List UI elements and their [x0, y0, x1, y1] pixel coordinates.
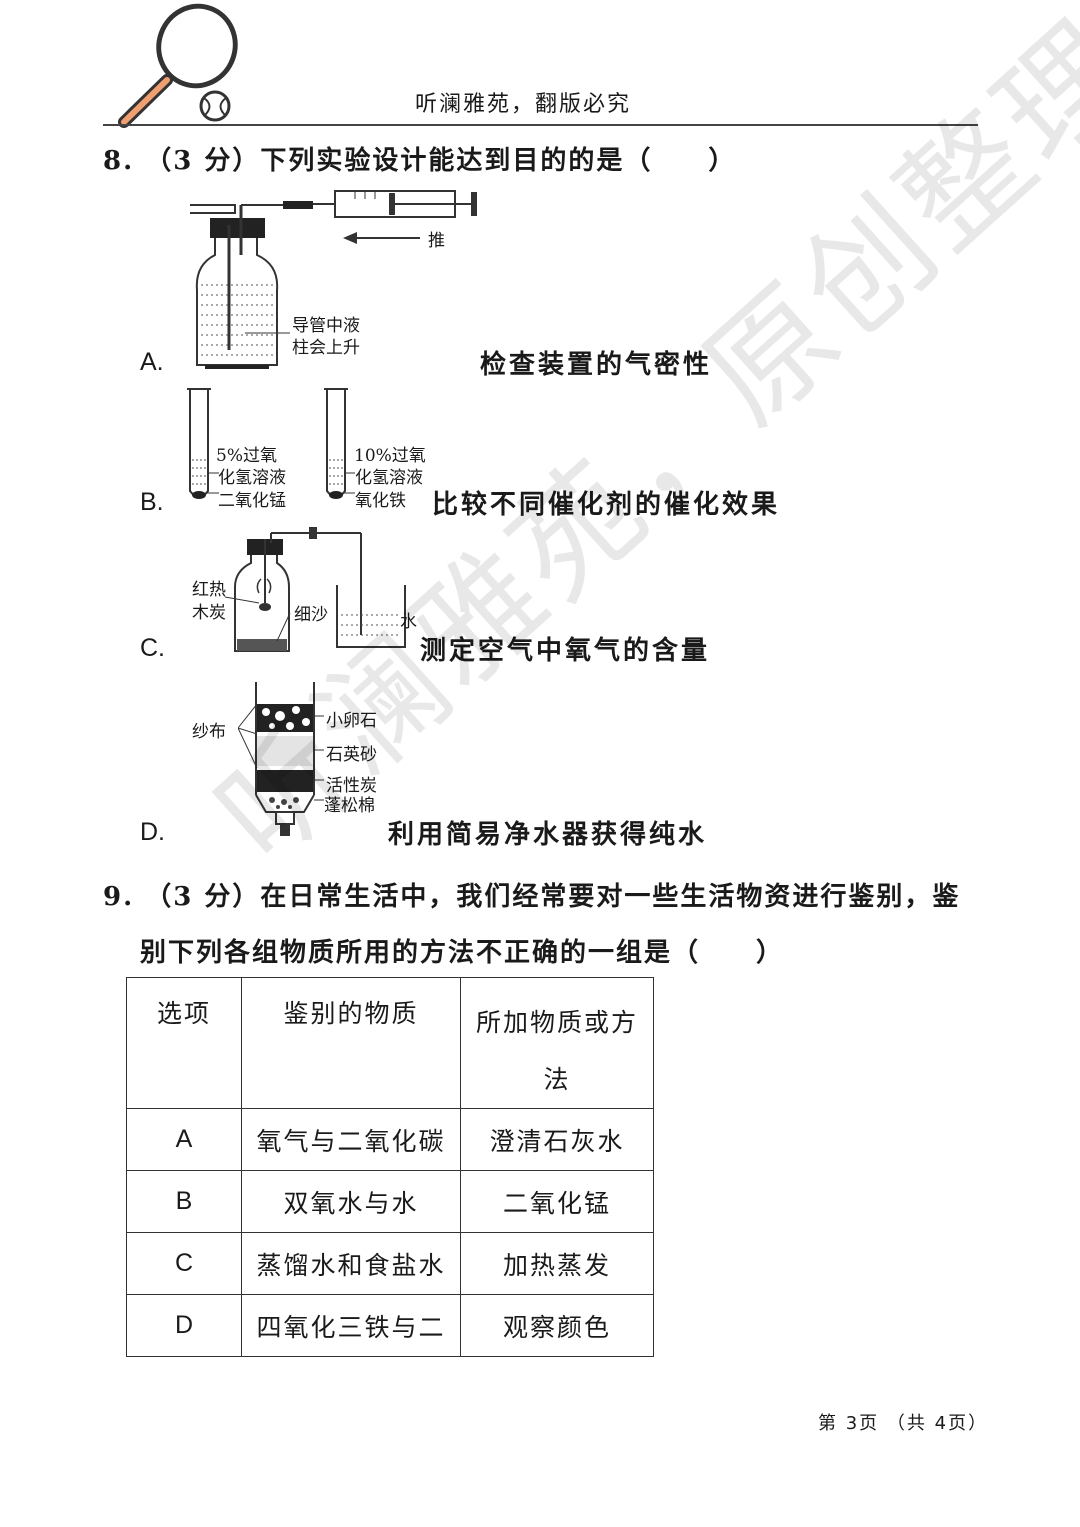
table-cell-substance: 蒸馏水和食盐水	[241, 1232, 461, 1295]
logo-icon	[118, 3, 238, 128]
table-header-substance: 鉴别的物质	[241, 977, 461, 1109]
table-header-row: 选项 鉴别的物质 所加物质或方 法	[126, 977, 654, 1109]
option-a-push-label: 推	[428, 231, 445, 251]
option-b-tube1-label-1: 5%过氧	[216, 446, 277, 466]
header-motto: 听澜雅苑，翻版必究	[415, 92, 632, 117]
table-cell-option: A	[126, 1108, 242, 1171]
option-c-desc: 测定空气中氧气的含量	[420, 636, 711, 666]
option-d-cotton-label: 蓬松棉	[324, 796, 375, 816]
q9-stem-line-1: 9. （3 分）在日常生活中，我们经常要对一些生活物资进行鉴别，鉴	[103, 882, 961, 912]
table-cell-option: B	[126, 1170, 242, 1233]
table-cell-method: 澄清石灰水	[460, 1108, 654, 1171]
option-b-tube2-catalyst: 氧化铁	[355, 491, 406, 511]
table-cell-method: 加热蒸发	[460, 1232, 654, 1295]
option-a-letter: A.	[140, 348, 164, 376]
option-d-gauze-label: 纱布	[192, 722, 226, 742]
option-c-sand-label: 细沙	[294, 605, 328, 625]
option-c-water-label: 水	[400, 612, 417, 632]
option-c-letter: C.	[140, 634, 165, 662]
option-b-figure	[187, 388, 355, 499]
table-cell-method: 观察颜色	[460, 1294, 654, 1357]
table-row: A 氧气与二氧化碳 澄清石灰水	[126, 1108, 654, 1171]
q9-table: 选项 鉴别的物质 所加物质或方 法 A 氧气与二氧化碳 澄清石灰水 B 双氧水与…	[126, 977, 654, 1357]
option-b-letter: B.	[140, 488, 164, 516]
option-a-liquid-label-2: 柱会上升	[292, 338, 360, 358]
option-a-figure	[190, 190, 477, 369]
option-a-liquid-label-1: 导管中液	[292, 316, 360, 336]
option-d-desc: 利用简易净水器获得纯水	[388, 820, 708, 850]
option-d-quartz-label: 石英砂	[326, 745, 377, 765]
option-d-letter: D.	[140, 818, 165, 846]
table-header-method-line-1: 所加物质或方	[475, 1008, 638, 1037]
q9-stem-line-2: 别下列各组物质所用的方法不正确的一组是（ ）	[140, 938, 785, 968]
option-b-desc: 比较不同催化剂的催化效果	[432, 490, 781, 520]
option-d-pebble-label: 小卵石	[326, 711, 377, 731]
option-d-carbon-label: 活性炭	[326, 776, 377, 796]
page-number: 第 3页 （共 4页）	[818, 1413, 989, 1434]
table-row: B 双氧水与水 二氧化锰	[126, 1170, 654, 1233]
option-b-tube1-catalyst: 二氧化锰	[218, 491, 286, 511]
table-row: D 四氧化三铁与二 观察颜色	[126, 1294, 654, 1357]
table-cell-substance: 四氧化三铁与二	[241, 1294, 461, 1357]
option-c-carbon-label-2: 木炭	[192, 603, 226, 623]
option-c-carbon-label-1: 红热	[192, 580, 226, 600]
table-cell-method: 二氧化锰	[460, 1170, 654, 1233]
option-b-tube2-label-1: 10%过氧	[354, 446, 426, 466]
table-cell-option: C	[126, 1232, 242, 1295]
table-header-method: 所加物质或方 法	[460, 977, 654, 1109]
table-header-option: 选项	[126, 977, 242, 1109]
table-cell-substance: 氧气与二氧化碳	[241, 1108, 461, 1171]
option-b-tube2-label-2: 化氢溶液	[355, 468, 423, 488]
option-d-figure	[238, 682, 324, 836]
table-row: C 蒸馏水和食盐水 加热蒸发	[126, 1232, 654, 1295]
option-b-tube1-label-2: 化氢溶液	[218, 468, 286, 488]
option-c-figure	[224, 527, 406, 652]
table-cell-substance: 双氧水与水	[241, 1170, 461, 1233]
table-header-method-line-2: 法	[543, 1065, 571, 1094]
table-cell-option: D	[126, 1294, 242, 1357]
header-divider	[103, 124, 978, 126]
q8-stem: 8. （3 分）下列实验设计能达到目的的是（ ）	[103, 146, 737, 176]
option-a-desc: 检查装置的气密性	[480, 350, 713, 380]
